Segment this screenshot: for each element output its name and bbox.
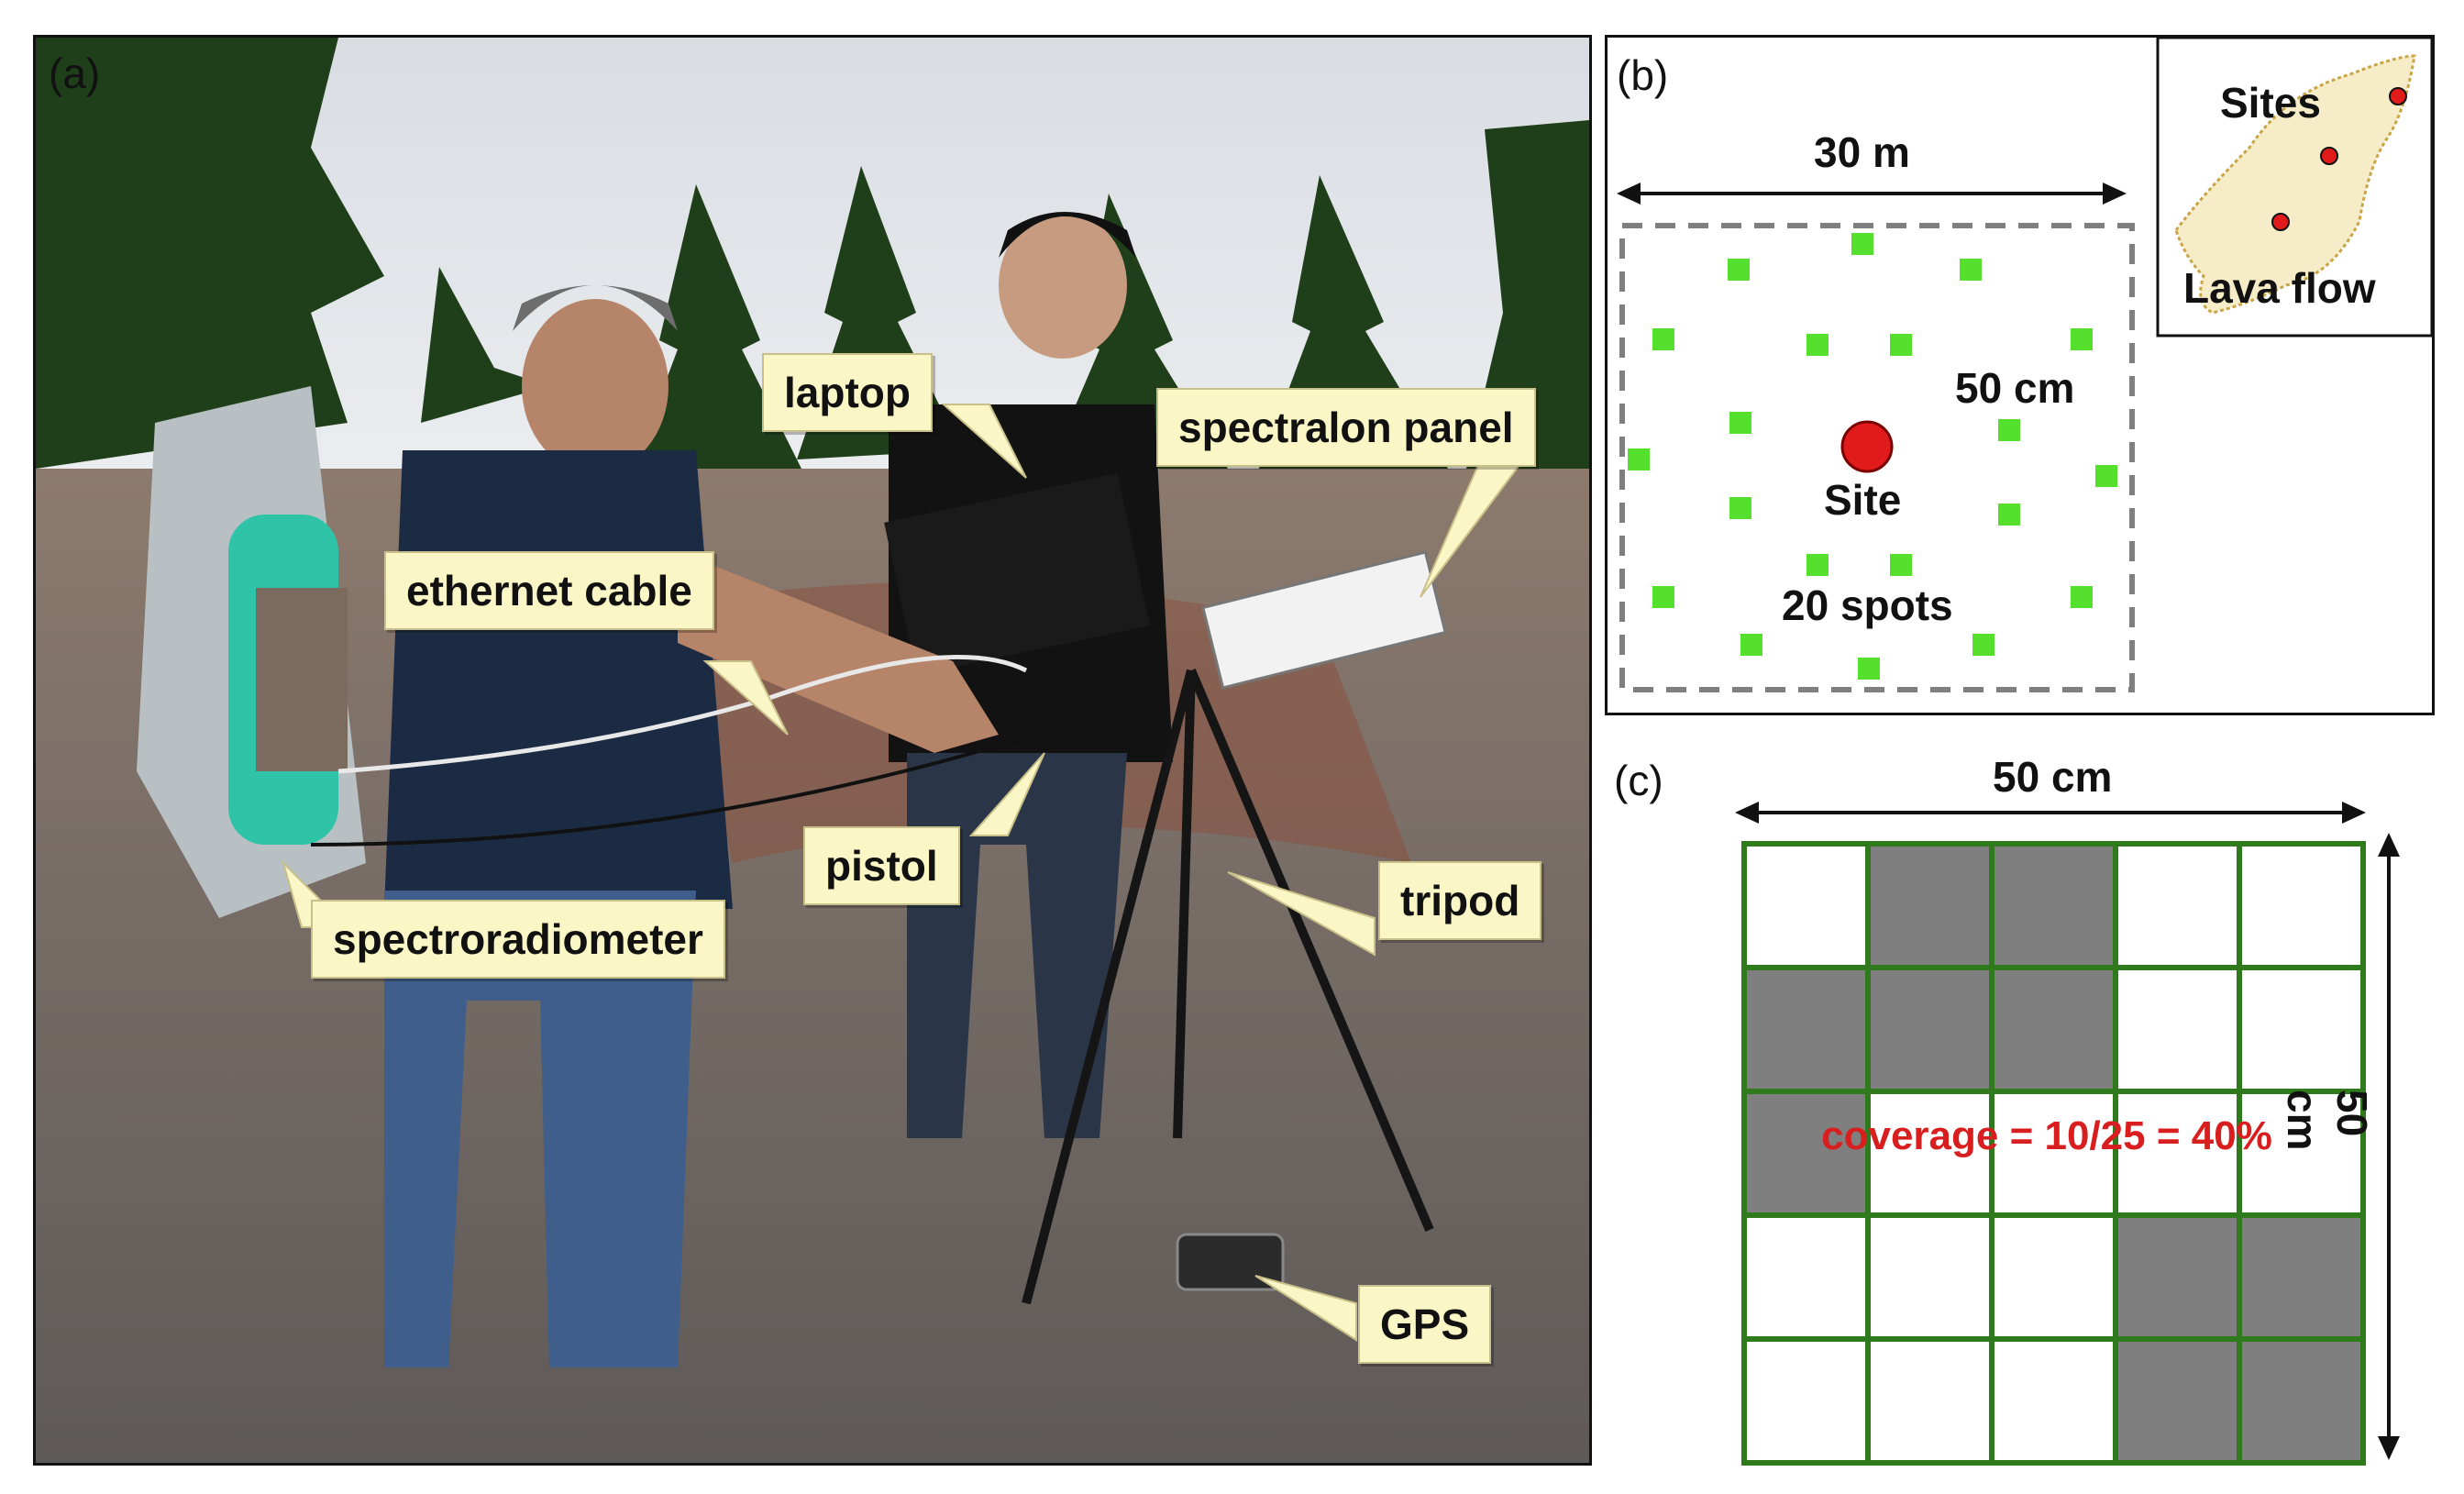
spot-size-label: 50 cm <box>1955 364 2075 412</box>
spot <box>1628 448 1650 470</box>
grid-cell-empty <box>1741 1336 1871 1466</box>
arrow-left-head <box>1617 183 1641 205</box>
spot <box>1807 334 1829 356</box>
side-arrow-bottom-head <box>2378 1436 2400 1460</box>
site-dot <box>2271 213 2290 231</box>
coverage-grid-panel: (c) coverage = 10/25 = 40% 50 cm 50 cm <box>1605 743 2435 1477</box>
spot <box>1652 328 1674 350</box>
spot <box>2071 586 2093 608</box>
spectralon-panel-callout: spectralon panel <box>1156 388 1536 467</box>
grid-cell-covered <box>1865 841 1994 970</box>
spot <box>1972 634 1994 656</box>
spot <box>1890 554 1912 576</box>
grid-cell-covered <box>2237 1336 2366 1466</box>
top-arrow-left-head <box>1735 802 1759 824</box>
spectroradiometer-callout: spectroradiometer <box>311 900 725 979</box>
site-dot <box>2389 87 2407 105</box>
spot <box>1729 497 1751 519</box>
site-layout-diagram <box>1617 38 2432 692</box>
spot <box>2071 328 2093 350</box>
grid-cell-empty <box>2237 841 2366 970</box>
grid-cell-empty <box>2237 1089 2366 1218</box>
grid-cell-empty <box>2237 965 2366 1094</box>
spot <box>1807 554 1829 576</box>
panel-a-label: (a) <box>49 50 101 97</box>
spot <box>1740 634 1762 656</box>
grid-cell-covered <box>1865 965 1994 1094</box>
grid-cell-empty <box>1989 1089 2118 1218</box>
inset-lava-flow-label: Lava flow <box>2183 264 2376 312</box>
grid-cell-covered <box>1989 841 2118 970</box>
site-dot <box>2320 147 2338 165</box>
site-label: Site <box>1824 476 1902 524</box>
spot <box>1652 586 1674 608</box>
spot <box>1728 259 1750 281</box>
spot <box>1851 233 1873 255</box>
laptop-callout: laptop <box>762 353 933 432</box>
field-photo <box>36 38 1589 1463</box>
grid-cell-empty <box>1989 1336 2118 1466</box>
grid-cell-empty <box>1989 1212 2118 1342</box>
grid-cell-empty <box>1741 841 1871 970</box>
pistol-callout: pistol <box>803 826 960 905</box>
site-width-label: 30 m <box>1814 128 1910 176</box>
grid-cell-empty <box>2113 841 2242 970</box>
spot <box>1998 504 2020 526</box>
grid-cell-empty <box>1865 1212 1994 1342</box>
grid-cell-empty <box>2113 965 2242 1094</box>
panel-c-label: (c) <box>1614 757 1663 804</box>
grid-height-label: 50 cm <box>2279 1090 2376 1151</box>
field-photo-panel: (a) laptop spectralon panel ethernet cab… <box>33 35 1592 1466</box>
spot <box>1729 412 1751 434</box>
panel-b-label: (b) <box>1617 51 1669 99</box>
coverage-grid-diagram: coverage = 10/25 = 40% <box>1735 802 2400 1466</box>
spot <box>2095 465 2117 487</box>
top-arrow-right-head <box>2342 802 2366 824</box>
spot <box>1858 658 1880 680</box>
spots-count-label: 20 spots <box>1782 581 1953 629</box>
gps-callout: GPS <box>1358 1285 1492 1364</box>
lava-flow-shape <box>2174 54 2416 315</box>
side-arrow-top-head <box>2378 833 2400 857</box>
spot <box>1960 259 1982 281</box>
grid-cell-empty <box>1865 1336 1994 1466</box>
tripod-callout: tripod <box>1378 861 1542 940</box>
coverage-formula: coverage = 10/25 = 40% <box>1821 1113 2272 1158</box>
sampling-spots <box>1628 233 2117 680</box>
quadrat-grid <box>1741 841 2366 1466</box>
arrow-right-head <box>2103 183 2127 205</box>
site-boundary <box>1619 223 2135 692</box>
spot <box>1890 334 1912 356</box>
ethernet-cable-callout: ethernet cable <box>384 551 714 630</box>
spot <box>1998 419 2020 441</box>
grid-width-label: 50 cm <box>1993 753 2113 801</box>
grid-cell-covered <box>2113 1336 2242 1466</box>
grid-cell-empty <box>1741 1212 1871 1342</box>
inset-sites-label: Sites <box>2220 79 2321 127</box>
grid-cell-covered <box>2113 1212 2242 1342</box>
site-layout-panel: (b) <box>1605 35 2435 715</box>
grid-cell-covered <box>2237 1212 2366 1342</box>
grid-cell-covered <box>1989 965 2118 1094</box>
site-marker <box>1840 420 1894 473</box>
grid-cell-covered <box>1741 965 1871 1094</box>
